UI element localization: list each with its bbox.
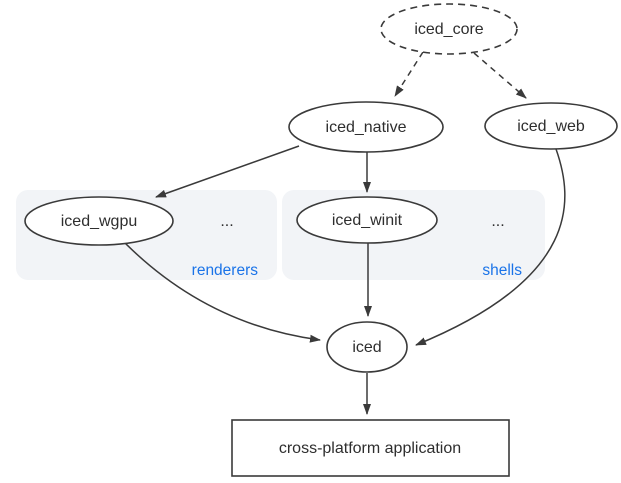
shells-group-label: shells xyxy=(482,262,522,279)
node-cross-platform-application-label: cross-platform application xyxy=(279,440,461,457)
node-iced-wgpu xyxy=(24,196,174,246)
node-iced-winit xyxy=(296,196,438,244)
edge-web-to-iced xyxy=(415,148,566,346)
node-iced xyxy=(326,321,408,373)
renderers-group-label: renderers xyxy=(192,262,259,279)
node-iced-web-label: iced_web xyxy=(517,118,585,135)
node-iced-label: iced xyxy=(352,339,381,356)
edge-core-to-web xyxy=(473,52,527,99)
shells-ellipsis: ... xyxy=(491,213,504,230)
node-iced-winit-label: iced_winit xyxy=(332,212,403,229)
node-iced-wgpu-label: iced_wgpu xyxy=(61,213,138,230)
edge-native-to-wgpu xyxy=(155,145,300,198)
node-iced-web xyxy=(484,102,618,150)
edge-wgpu-to-iced xyxy=(123,241,321,343)
node-iced-native xyxy=(288,101,444,153)
node-cross-platform-application xyxy=(231,419,510,477)
node-iced-core-label: iced_core xyxy=(414,21,483,38)
renderers-ellipsis: ... xyxy=(220,213,233,230)
node-iced-core xyxy=(380,3,518,55)
edge-core-to-native xyxy=(394,51,424,97)
node-iced-native-label: iced_native xyxy=(326,119,407,136)
